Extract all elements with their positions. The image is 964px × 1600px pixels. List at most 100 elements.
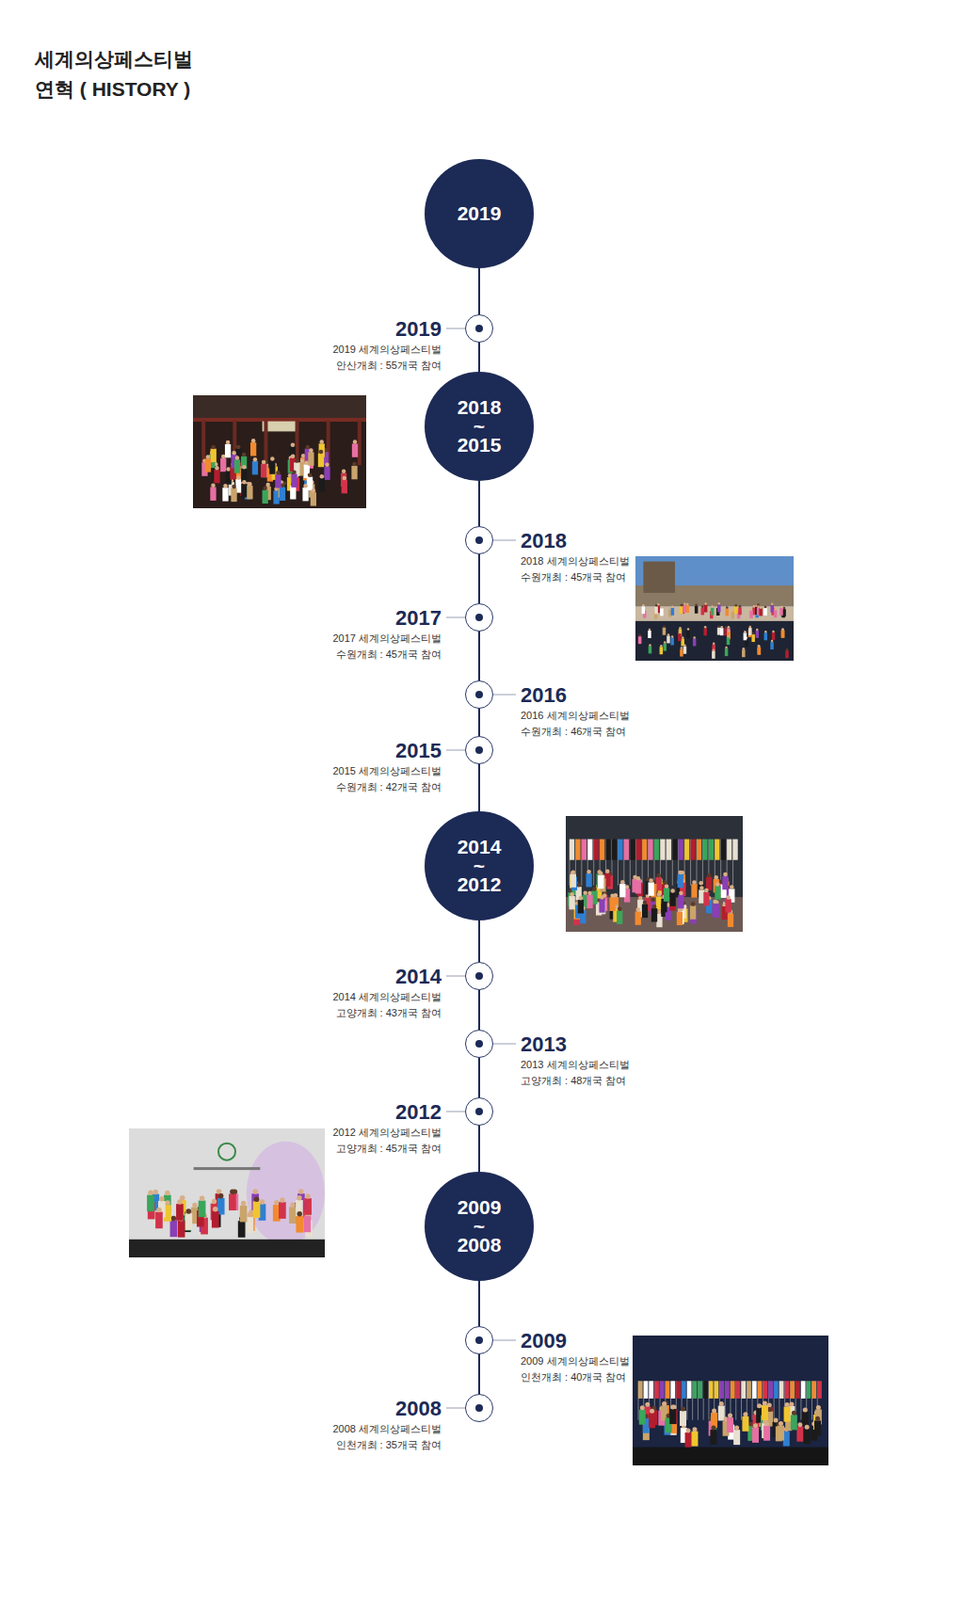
person-body [262, 490, 269, 504]
year-label: 2017 [327, 606, 442, 631]
person-body [669, 1409, 676, 1425]
person-body [230, 488, 237, 502]
person-body [796, 1427, 804, 1443]
leader-line [493, 694, 516, 696]
person-head [617, 906, 623, 912]
person-head [757, 644, 761, 648]
person-body [295, 1200, 304, 1218]
person-body [692, 638, 697, 646]
person-head [771, 640, 774, 643]
event-description: 2017 세계의상페스티벌 수원개최 : 45개국 참여 [327, 630, 442, 663]
person-body [669, 892, 675, 906]
year-label: 2014 [327, 964, 442, 990]
person-head [291, 469, 297, 475]
period-label: 2019 [454, 204, 504, 224]
person-body [569, 874, 576, 888]
person-head [791, 1411, 797, 1416]
flag [649, 1381, 655, 1399]
person-head [657, 603, 660, 607]
flag [697, 1381, 703, 1399]
person-head [691, 880, 697, 885]
timeline-connector [478, 920, 481, 963]
person-body [662, 627, 667, 636]
person-head [710, 1425, 716, 1430]
person-head [691, 1427, 697, 1432]
person-body [709, 1429, 717, 1446]
flag [594, 839, 599, 861]
page-subtitle: 연혁 ( HISTORY ) [34, 75, 191, 104]
flag [599, 839, 605, 861]
year-marker: 20132013 세계의상페스티벌 고양개최 : 48개국 참여 [465, 1029, 494, 1059]
person-body [703, 892, 709, 906]
person-head [678, 631, 682, 635]
person-head [773, 608, 777, 611]
person-body [211, 1211, 220, 1229]
person-body [210, 449, 217, 463]
person-head [742, 647, 746, 651]
marker-dot [475, 613, 483, 622]
person-head [756, 606, 760, 610]
person-head [780, 606, 784, 610]
person-body [250, 442, 257, 456]
person-body [734, 606, 739, 614]
leader-line [446, 1408, 466, 1410]
person-head [704, 602, 707, 606]
person-head [159, 1196, 165, 1203]
person-head [642, 604, 645, 608]
person-head [270, 456, 275, 462]
person-body [741, 649, 746, 658]
person-body [319, 478, 325, 492]
flag [746, 1381, 752, 1399]
person-head [176, 1199, 183, 1205]
person-body [777, 1426, 785, 1442]
person-head [241, 480, 247, 485]
person-head [659, 644, 663, 648]
person-body [722, 876, 728, 890]
person-head [649, 1409, 655, 1414]
flag [690, 839, 696, 861]
event-text: 20162016 세계의상페스티벌 수원개최 : 46개국 참여 [520, 683, 635, 740]
person-body [146, 1195, 155, 1213]
timeline-connector [478, 990, 481, 1030]
person-head [605, 869, 611, 875]
person-body [647, 630, 652, 639]
flag [659, 1381, 665, 1399]
person-head [638, 896, 643, 901]
period-label: 2009 ~ 2008 [454, 1198, 504, 1255]
person-head [241, 452, 247, 458]
person-head [701, 605, 705, 609]
person-head [147, 1190, 154, 1197]
person-head [680, 646, 684, 650]
person-head [686, 1429, 691, 1434]
person-head [171, 1216, 177, 1222]
flag [629, 839, 635, 861]
person-body [803, 1429, 811, 1445]
photo-ground [632, 1335, 829, 1466]
flag [684, 839, 690, 861]
person-body [752, 1428, 759, 1444]
person-body [770, 642, 774, 650]
person-head [353, 439, 358, 445]
flag [654, 839, 659, 861]
person-body [724, 899, 731, 913]
event-text: 20152015 세계의상페스티벌 수원개최 : 42개국 참여 [327, 739, 442, 796]
person-head [677, 870, 683, 876]
event-description: 2008 세계의상페스티벌 인천개최 : 35개국 참여 [327, 1421, 442, 1454]
timeline-connector [478, 1058, 481, 1098]
flag [681, 1381, 687, 1399]
person-head [199, 1196, 206, 1203]
person-body [252, 461, 258, 475]
event-text: 20142014 세계의상페스티벌 고양개최 : 43개국 참여 [327, 964, 442, 1022]
flag [587, 839, 593, 861]
person-head [687, 627, 691, 631]
person-body [711, 644, 716, 653]
person-body [290, 473, 297, 487]
flag [719, 1381, 724, 1399]
person-head [307, 473, 313, 479]
event-text: 20122012 세계의상페스티벌 고양개최 : 45개국 참여 [327, 1100, 442, 1157]
person-head [290, 443, 296, 449]
event-text: 20132013 세계의상페스티벌 고양개최 : 48개국 참여 [520, 1032, 635, 1090]
person-head [247, 1212, 254, 1219]
person-body [648, 1413, 656, 1429]
